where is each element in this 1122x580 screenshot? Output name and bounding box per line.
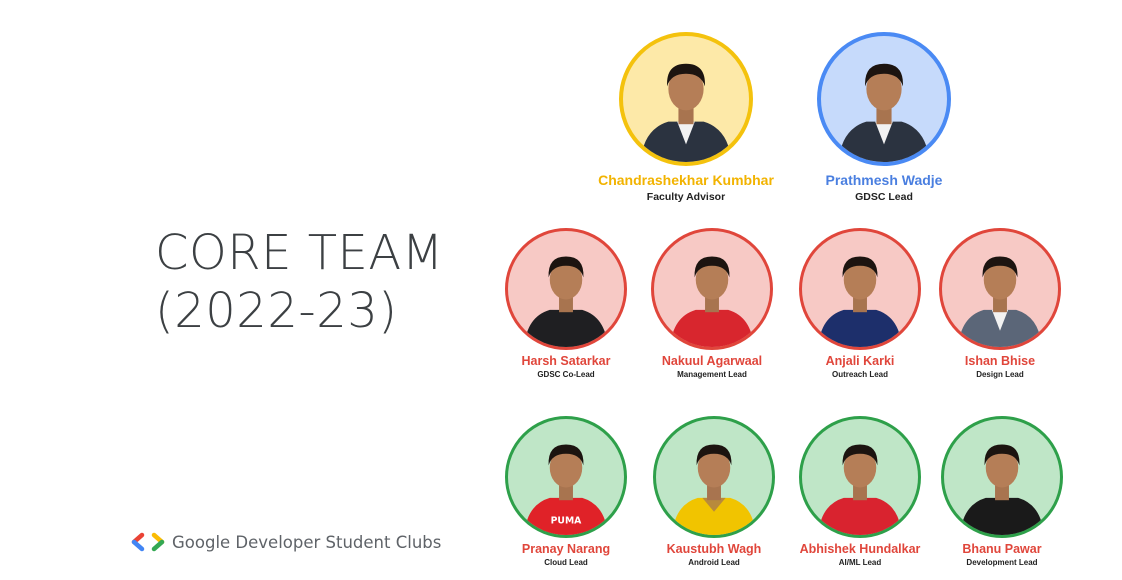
member-card-9: Bhanu Pawar Development Lead	[936, 416, 1068, 567]
neck-shape	[702, 497, 726, 512]
title-line-2: (2022-23)	[155, 283, 398, 339]
hair-shape	[548, 256, 584, 278]
torso-shape	[524, 309, 608, 347]
member-name: Abhishek Hundalkar	[799, 542, 921, 556]
member-photo	[505, 228, 627, 350]
member-role: AI/ML Lead	[838, 558, 882, 567]
neck-shape	[559, 483, 573, 501]
hair-shape	[865, 63, 903, 87]
torso-shape	[672, 497, 756, 535]
member-name: Harsh Satarkar	[521, 354, 611, 368]
member-photo	[651, 228, 773, 350]
portrait-illustration	[960, 444, 1044, 535]
portrait-illustration	[524, 256, 608, 347]
member-photo	[817, 32, 951, 166]
member-role: Management Lead	[677, 370, 747, 379]
member-card-8: Abhishek Hundalkar AI/ML Lead	[788, 416, 932, 567]
member-photo	[799, 228, 921, 350]
shirt-collar-shape	[875, 121, 893, 145]
member-card-7: Kaustubh Wagh Android Lead	[648, 416, 780, 567]
head-shape	[695, 260, 729, 300]
member-photo	[619, 32, 753, 166]
portrait-illustration	[958, 256, 1042, 347]
neck-shape	[853, 483, 867, 501]
member-photo	[799, 416, 921, 538]
member-name: Nakuul Agarwaal	[661, 354, 763, 368]
head-shape	[843, 448, 877, 488]
member-role: Outreach Lead	[831, 370, 888, 379]
title-line-1: CORE TEAM	[155, 225, 444, 281]
member-card-1: Prathmesh Wadje GDSC Lead	[806, 32, 962, 203]
member-card-4: Anjali Karki Outreach Lead	[794, 228, 926, 379]
member-photo: PUMA	[505, 416, 627, 538]
member-role: GDSC Lead	[855, 191, 913, 203]
member-name: Prathmesh Wadje	[825, 172, 943, 188]
member-name: Ishan Bhise	[964, 354, 1036, 368]
portrait-illustration	[640, 63, 732, 162]
member-card-6: PUMA Pranay Narang Cloud Lead	[500, 416, 632, 567]
member-card-0: Chandrashekhar Kumbhar Faculty Advisor	[598, 32, 774, 203]
portrait-illustration	[818, 444, 902, 535]
member-role: Cloud Lead	[544, 558, 588, 567]
member-role: Faculty Advisor	[646, 191, 726, 203]
shirt-collar-shape	[677, 121, 695, 145]
neck-shape	[995, 483, 1009, 501]
head-shape	[843, 260, 877, 300]
head-shape	[549, 260, 583, 300]
torso-shape	[524, 497, 608, 535]
member-name: Kaustubh Wagh	[666, 542, 762, 556]
head-shape	[549, 448, 583, 488]
neck-shape	[559, 295, 573, 313]
member-name: Chandrashekhar Kumbhar	[598, 172, 774, 188]
member-name: Bhanu Pawar	[962, 542, 1042, 556]
member-role: GDSC Co-Lead	[537, 370, 595, 379]
torso-shape	[960, 497, 1044, 535]
neck-shape	[993, 295, 1007, 313]
head-shape	[697, 448, 731, 488]
hair-shape	[984, 444, 1020, 466]
neck-shape	[707, 483, 721, 501]
member-name: Pranay Narang	[521, 542, 611, 556]
member-card-3: Nakuul Agarwaal Management Lead	[640, 228, 784, 379]
page-title: CORE TEAM (2022-23)	[155, 224, 444, 340]
portrait-illustration	[672, 444, 756, 535]
hair-shape	[694, 256, 730, 278]
portrait-illustration	[670, 256, 754, 347]
torso-shape	[818, 309, 902, 347]
neck-shape	[876, 106, 892, 125]
neck-shape	[853, 295, 867, 313]
member-name: Anjali Karki	[825, 354, 895, 368]
member-photo	[653, 416, 775, 538]
torso-shape	[670, 309, 754, 347]
member-photo	[941, 416, 1063, 538]
hair-shape	[842, 256, 878, 278]
brand-label: Google Developer Student Clubs	[172, 532, 442, 552]
member-card-2: Harsh Satarkar GDSC Co-Lead	[500, 228, 632, 379]
member-card-5: Ishan Bhise Design Lead	[934, 228, 1066, 379]
gdsc-brand: Google Developer Student Clubs	[130, 528, 441, 556]
portrait-illustration	[838, 63, 930, 162]
member-photo	[939, 228, 1061, 350]
portrait-illustration	[818, 256, 902, 347]
shirt-print-text: PUMA	[551, 515, 583, 526]
hair-shape	[548, 444, 584, 466]
hair-shape	[667, 63, 705, 87]
hair-shape	[982, 256, 1018, 278]
neck-shape	[678, 106, 694, 125]
head-shape	[866, 67, 902, 111]
head-shape	[985, 448, 1019, 488]
head-shape	[668, 67, 704, 111]
member-role: Development Lead	[966, 558, 1038, 567]
hair-shape	[842, 444, 878, 466]
neck-shape	[705, 295, 719, 313]
hair-shape	[696, 444, 732, 466]
gdsc-logo-icon	[131, 532, 165, 552]
torso-shape	[818, 497, 902, 535]
head-shape	[983, 260, 1017, 300]
member-role: Android Lead	[688, 558, 740, 567]
shirt-collar-shape	[991, 309, 1009, 331]
member-role: Design Lead	[976, 370, 1024, 379]
portrait-illustration: PUMA	[524, 444, 608, 535]
